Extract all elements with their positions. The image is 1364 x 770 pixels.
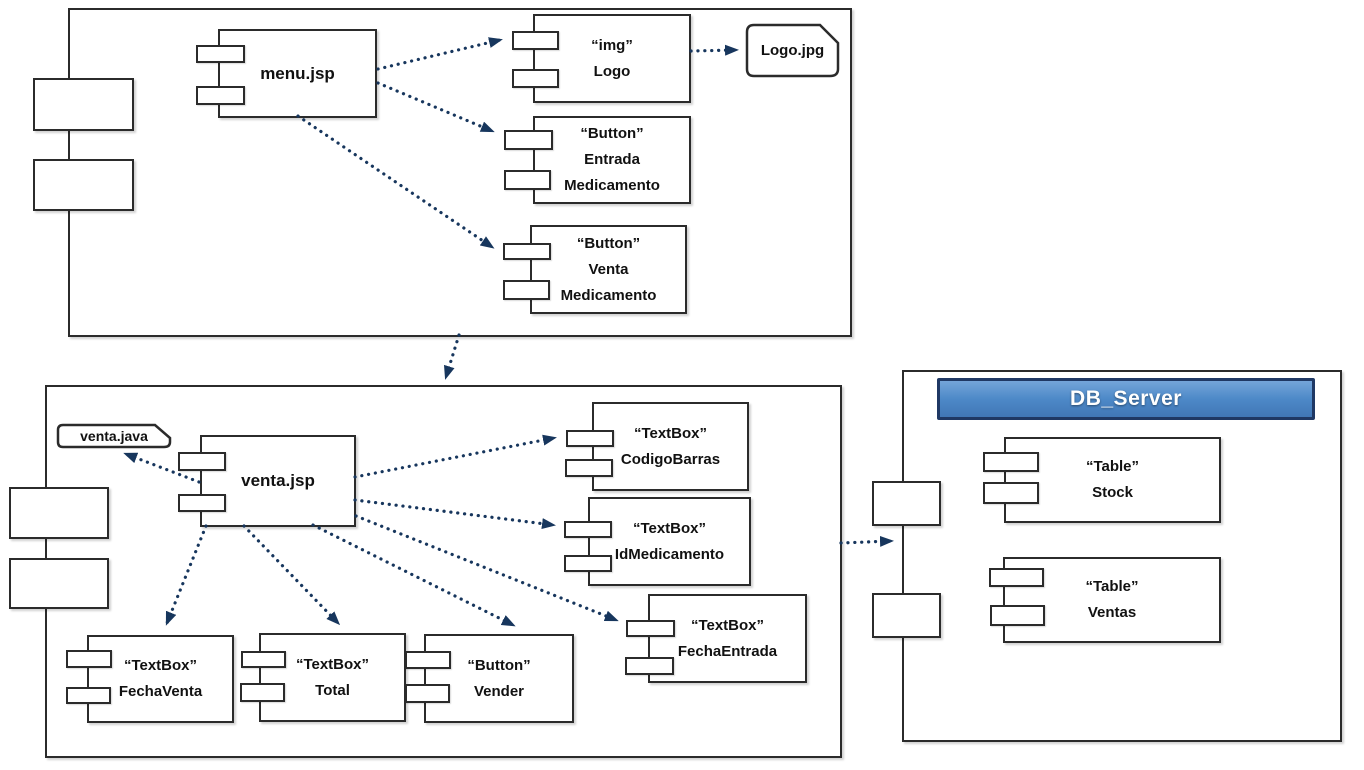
component-tab-icon: [240, 683, 285, 702]
component-label: “TextBox” FechaVenta: [118, 657, 203, 700]
component-label: “Button” Entrada Medicamento: [564, 125, 660, 194]
component-tab-icon: [990, 605, 1045, 626]
component-tab-icon: [625, 657, 674, 675]
component-table-stock[interactable]: “Table” Stock: [983, 437, 1221, 523]
component-tab-icon: [566, 430, 614, 447]
component-tab-icon: [503, 243, 551, 260]
component-label: “TextBox” IdMedicamento: [614, 519, 725, 563]
component-tab-icon: [504, 130, 553, 150]
component-textbox-fechaentrada[interactable]: “TextBox” FechaEntrada: [625, 594, 807, 683]
component-tab-icon: [626, 620, 675, 637]
component-tab-icon: [989, 568, 1044, 587]
component-label: “TextBox” FechaEntrada: [677, 616, 778, 660]
artifact-label: venta.java: [80, 428, 148, 444]
component-label: “Table” Stock: [1085, 458, 1140, 501]
component-label: “TextBox” CodigoBarras: [620, 424, 721, 468]
component-label: “Button” Vender: [467, 656, 531, 700]
component-tab-icon: [983, 482, 1039, 504]
component-tab-icon: [504, 170, 551, 190]
component-button-vender[interactable]: “Button” Vender: [405, 634, 574, 723]
arrow-venta-container-to-db-server: [839, 535, 894, 547]
component-textbox-idmedicamento[interactable]: “TextBox” IdMedicamento: [564, 497, 751, 586]
db-container-port-2: [872, 593, 941, 638]
artifact-shape-icon: [745, 23, 840, 78]
component-tab-icon: [405, 651, 451, 669]
component-textbox-fechaventa[interactable]: “TextBox” FechaVenta: [66, 635, 234, 723]
artifact-logo-jpg[interactable]: Logo.jpg: [745, 23, 840, 78]
component-tab-icon: [565, 459, 613, 477]
db-server-title: DB_Server: [1070, 387, 1182, 410]
component-tab-icon: [66, 687, 111, 704]
component-tab-icon: [512, 69, 559, 88]
component-label: “Table” Ventas: [1085, 578, 1139, 621]
component-label: venta.jsp: [241, 471, 315, 490]
component-tab-icon: [983, 452, 1039, 472]
component-tab-icon: [196, 45, 245, 63]
menu-container-port-2: [33, 159, 134, 211]
artifact-venta-java[interactable]: venta.java: [56, 423, 172, 449]
db-container-port-1: [872, 481, 941, 526]
component-tab-icon: [66, 650, 112, 668]
component-label: “TextBox” Total: [295, 655, 370, 699]
component-venta-jsp[interactable]: venta.jsp: [178, 435, 356, 527]
menu-container-node[interactable]: [68, 8, 852, 337]
arrow-menu-container-to-venta-container: [443, 333, 461, 380]
venta-container-port-1: [9, 487, 109, 539]
component-tab-icon: [405, 684, 450, 703]
component-tab-icon: [178, 494, 226, 512]
component-tab-icon: [564, 555, 612, 572]
component-label: “Button” Venta Medicamento: [560, 234, 657, 304]
component-button-venta-medicamento[interactable]: “Button” Venta Medicamento: [503, 225, 687, 314]
artifact-label: Logo.jpg: [760, 42, 825, 59]
artifact-shape-icon: [56, 423, 172, 449]
component-tab-icon: [564, 521, 612, 538]
component-tab-icon: [196, 86, 245, 105]
component-textbox-total[interactable]: “TextBox” Total: [240, 633, 406, 722]
component-tab-icon: [503, 280, 550, 300]
component-table-ventas[interactable]: “Table” Ventas: [989, 557, 1221, 643]
component-tab-icon: [512, 31, 559, 50]
menu-container-port-1: [33, 78, 134, 131]
component-img-logo[interactable]: “img” Logo: [512, 14, 691, 103]
venta-container-port-2: [9, 558, 109, 609]
component-textbox-codigobarras[interactable]: “TextBox” CodigoBarras: [565, 402, 749, 491]
component-tab-icon: [178, 452, 226, 471]
component-menu-jsp[interactable]: menu.jsp: [196, 29, 377, 118]
component-button-entrada-medicamento[interactable]: “Button” Entrada Medicamento: [504, 116, 691, 204]
component-label: menu.jsp: [260, 63, 335, 83]
db-server-container-node[interactable]: [902, 370, 1342, 742]
component-label: “img” Logo: [591, 36, 633, 80]
db-server-header: DB_Server: [937, 378, 1315, 420]
component-tab-icon: [241, 651, 286, 668]
